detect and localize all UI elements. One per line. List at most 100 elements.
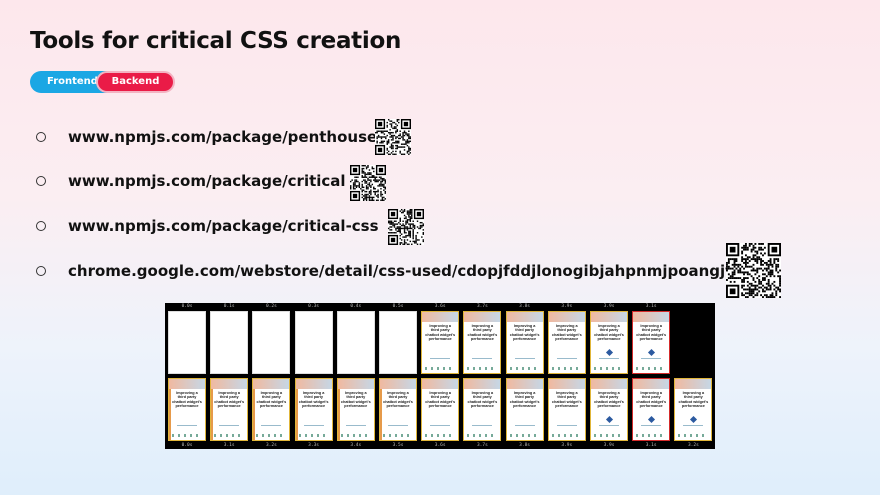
frame-timestamp: 3.1s bbox=[645, 304, 657, 309]
filmstrip-frame: Improving a third party chatbot widget's… bbox=[505, 311, 544, 374]
frame-caption: Improving a third party chatbot widget's… bbox=[425, 391, 456, 409]
frame-dots bbox=[594, 367, 624, 370]
link-css-used[interactable]: chrome.google.com/webstore/detail/css-us… bbox=[68, 262, 744, 280]
frame-dots bbox=[214, 434, 245, 437]
frame-timestamp: 3.7s bbox=[476, 443, 488, 448]
link-critical-css[interactable]: www.npmjs.com/package/critical-css bbox=[68, 217, 379, 235]
frame-dots bbox=[467, 367, 498, 370]
filmstrip-frame bbox=[336, 311, 375, 374]
frame-timestamp: 3.9s bbox=[603, 304, 615, 309]
frame-dots bbox=[467, 434, 498, 437]
chat-icon bbox=[605, 415, 614, 424]
frame-dots bbox=[636, 367, 667, 370]
frame-caption: Improving a third party chatbot widget's… bbox=[340, 391, 371, 409]
filmstrip-frame: Improving a third party chatbot widget's… bbox=[210, 378, 249, 441]
frame-dots bbox=[594, 434, 624, 437]
bullet-icon bbox=[36, 265, 46, 276]
frame-line bbox=[641, 358, 662, 359]
frame-timestamp: 3.9s bbox=[603, 443, 615, 448]
frame-timestamp: 3.7s bbox=[476, 304, 488, 309]
frame-line bbox=[303, 425, 324, 426]
frame-caption: Improving a third party chatbot widget's… bbox=[594, 324, 624, 342]
frame-dots bbox=[509, 367, 540, 370]
frame-caption: Improving a third party chatbot widget's… bbox=[509, 391, 540, 409]
frame-dots bbox=[551, 367, 582, 370]
frame-line bbox=[345, 425, 366, 426]
frame-line bbox=[430, 358, 451, 359]
filmstrip-frame: Improving a third party chatbot widget's… bbox=[252, 378, 291, 441]
frame-line bbox=[556, 358, 577, 359]
qr-code-icon bbox=[375, 119, 411, 155]
frame-timestamp: 0.2s bbox=[265, 304, 277, 309]
chat-icon bbox=[648, 348, 656, 357]
frame-timestamp: 3.8s bbox=[519, 304, 531, 309]
filmstrip-frame: Improving a third party chatbot widget's… bbox=[421, 311, 460, 374]
filmstrip-frame: Improving a third party chatbot widget's… bbox=[336, 378, 375, 441]
frame-dots bbox=[172, 434, 202, 437]
frame-timestamp: 3.2s bbox=[265, 443, 277, 448]
frame-timestamp: 3.9s bbox=[561, 304, 573, 309]
list-item: www.npmjs.com/package/penthouse bbox=[36, 128, 377, 146]
frame-timestamp: 3.6s bbox=[434, 443, 446, 448]
filmstrip-frame: Improving a third party chatbot widget's… bbox=[379, 378, 417, 441]
bullet-icon bbox=[36, 175, 46, 186]
frame-line bbox=[514, 358, 535, 359]
frame-timestamp: 3.8s bbox=[519, 443, 531, 448]
filmstrip-frame: Improving a third party chatbot widget's… bbox=[632, 378, 671, 441]
chat-icon bbox=[605, 348, 614, 357]
frame-caption: Improving a third party chatbot widget's… bbox=[256, 391, 287, 409]
filmstrip-frame: Improving a third party chatbot widget's… bbox=[421, 378, 460, 441]
frame-timestamp: 0.3s bbox=[308, 304, 320, 309]
list-item: chrome.google.com/webstore/detail/css-us… bbox=[36, 262, 744, 280]
frame-timestamp: 3.3s bbox=[308, 443, 320, 448]
qr-code-icon bbox=[388, 209, 424, 245]
list-item: www.npmjs.com/package/critical-css bbox=[36, 217, 379, 235]
frame-dots bbox=[509, 434, 540, 437]
filmstrip-frame: Improving a third party chatbot widget's… bbox=[168, 378, 206, 441]
frame-dots bbox=[551, 434, 582, 437]
backend-tag: Backend bbox=[96, 71, 175, 93]
frame-caption: Improving a third party chatbot widget's… bbox=[298, 391, 329, 409]
frame-dots bbox=[678, 434, 709, 437]
frame-caption: Improving a third party chatbot widget's… bbox=[509, 324, 540, 342]
frame-line bbox=[599, 425, 619, 426]
filmstrip-frame: Improving a third party chatbot widget's… bbox=[632, 311, 671, 374]
link-penthouse[interactable]: www.npmjs.com/package/penthouse bbox=[68, 128, 378, 146]
frame-timestamp: 3.5s bbox=[392, 443, 404, 448]
frame-line bbox=[177, 425, 197, 426]
frame-caption: Improving a third party chatbot widget's… bbox=[467, 391, 498, 409]
frame-timestamp: 3.9s bbox=[561, 443, 573, 448]
frame-timestamp: 3.2s bbox=[687, 443, 699, 448]
filmstrip-frame bbox=[168, 311, 206, 374]
link-critical[interactable]: www.npmjs.com/package/critical bbox=[68, 172, 346, 190]
chat-icon bbox=[690, 415, 698, 424]
frame-line bbox=[261, 425, 282, 426]
frame-caption: Improving a third party chatbot widget's… bbox=[636, 324, 667, 342]
frame-caption: Improving a third party chatbot widget's… bbox=[678, 391, 709, 409]
filmstrip-frame: Improving a third party chatbot widget's… bbox=[547, 311, 586, 374]
frame-line bbox=[556, 425, 577, 426]
frame-caption: Improving a third party chatbot widget's… bbox=[214, 391, 245, 409]
frame-line bbox=[472, 358, 493, 359]
frame-dots bbox=[636, 434, 667, 437]
filmstrip-frame: Improving a third party chatbot widget's… bbox=[294, 378, 333, 441]
filmstrip-frame: Improving a third party chatbot widget's… bbox=[590, 378, 628, 441]
filmstrip-frame: Improving a third party chatbot widget's… bbox=[463, 378, 502, 441]
slide-title: Tools for critical CSS creation bbox=[30, 28, 402, 54]
frame-timestamp: 0.5s bbox=[392, 304, 404, 309]
bullet-icon bbox=[36, 220, 46, 231]
frame-caption: Improving a third party chatbot widget's… bbox=[551, 324, 582, 342]
bullet-icon bbox=[36, 131, 46, 142]
frame-line bbox=[514, 425, 535, 426]
filmstrip-frame: Improving a third party chatbot widget's… bbox=[463, 311, 502, 374]
frame-caption: Improving a third party chatbot widget's… bbox=[172, 391, 202, 409]
qr-code-icon bbox=[350, 165, 386, 201]
frame-caption: Improving a third party chatbot widget's… bbox=[383, 391, 413, 409]
frame-dots bbox=[425, 367, 456, 370]
frame-line bbox=[472, 425, 493, 426]
list-item: www.npmjs.com/package/critical bbox=[36, 172, 346, 190]
frame-caption: Improving a third party chatbot widget's… bbox=[636, 391, 667, 409]
frame-caption: Improving a third party chatbot widget's… bbox=[551, 391, 582, 409]
filmstrip-frame: Improving a third party chatbot widget's… bbox=[505, 378, 544, 441]
